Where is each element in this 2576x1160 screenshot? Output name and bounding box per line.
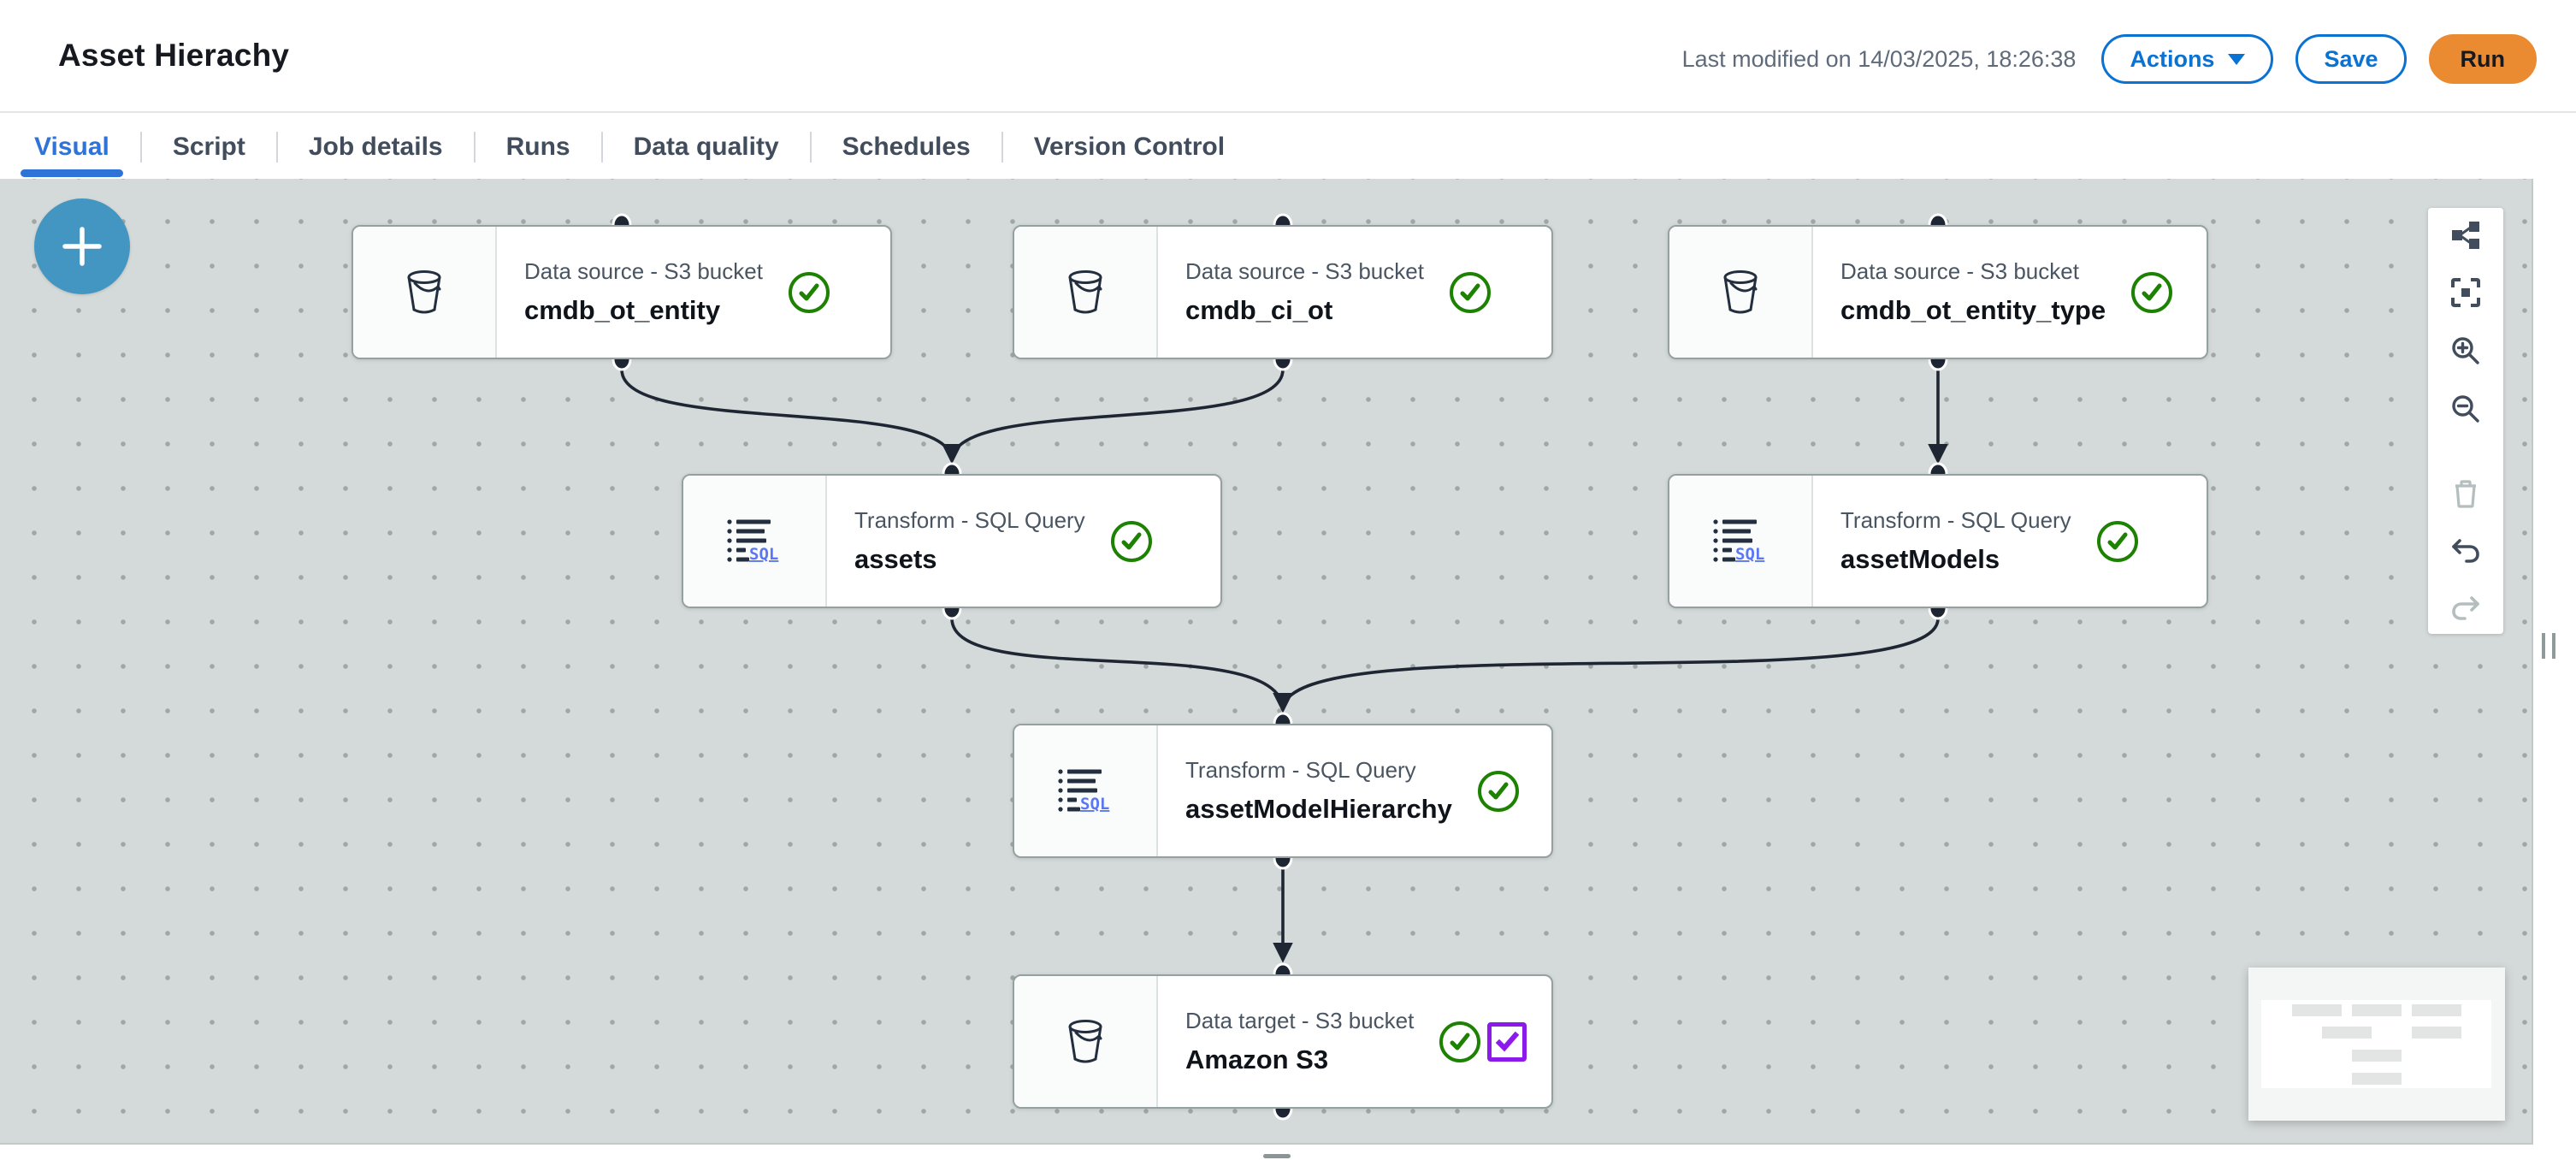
plus-icon bbox=[62, 227, 102, 266]
tab-runs[interactable]: Runs bbox=[476, 115, 601, 179]
node-type-label: Transform - SQL Query bbox=[1185, 757, 1416, 783]
tab-separator bbox=[600, 131, 603, 163]
node-transform-assetmodelhierarchy[interactable]: SQL Transform - SQL Query assetModelHier… bbox=[1013, 724, 1553, 858]
node-name: cmdb_ot_entity_type bbox=[1840, 295, 2106, 325]
horizontal-scrollbar-thumb[interactable] bbox=[1263, 1154, 1291, 1158]
app-header: Asset Hierachy Last modified on 14/03/20… bbox=[0, 0, 2576, 113]
edge-cmdb-ot-entity-to-assets bbox=[620, 369, 962, 465]
run-button-label: Run bbox=[2460, 45, 2505, 72]
tab-label: Job details bbox=[308, 132, 443, 161]
node-name: cmdb_ci_ot bbox=[1185, 295, 1333, 325]
svg-text:SQL: SQL bbox=[1735, 545, 1764, 564]
tab-data-quality[interactable]: Data quality bbox=[603, 115, 810, 179]
tab-separator bbox=[139, 131, 142, 163]
node-name: Amazon S3 bbox=[1185, 1045, 1329, 1074]
tab-job-details[interactable]: Job details bbox=[278, 115, 474, 179]
minimap-node bbox=[2412, 1004, 2461, 1016]
s3-bucket-icon bbox=[1669, 227, 1813, 358]
minimap-node bbox=[2322, 1027, 2372, 1039]
save-button[interactable]: Save bbox=[2295, 34, 2407, 84]
tab-label: Script bbox=[172, 132, 245, 161]
panel-resize-handle[interactable] bbox=[2542, 633, 2555, 659]
node-data-source-cmdb-ci-ot[interactable]: Data source - S3 bucket cmdb_ci_ot bbox=[1013, 225, 1553, 359]
run-button[interactable]: Run bbox=[2428, 34, 2537, 84]
tab-separator bbox=[275, 131, 278, 163]
tab-version-control[interactable]: Version Control bbox=[1003, 115, 1256, 179]
actions-button-label: Actions bbox=[2130, 45, 2215, 72]
success-status-icon bbox=[1110, 520, 1152, 562]
actions-button[interactable]: Actions bbox=[2101, 34, 2274, 84]
bottom-gutter bbox=[0, 1146, 2576, 1160]
svg-text:SQL: SQL bbox=[1080, 795, 1109, 814]
tab-label: Runs bbox=[505, 132, 570, 161]
node-type-label: Data source - S3 bucket bbox=[524, 258, 763, 284]
minimap-node bbox=[2352, 1050, 2402, 1062]
node-transform-assetmodels[interactable]: SQL Transform - SQL Query assetModels bbox=[1668, 474, 2208, 608]
node-type-label: Data target - S3 bucket bbox=[1185, 1008, 1415, 1033]
node-selected-checkbox[interactable] bbox=[1487, 1021, 1527, 1062]
node-data-source-cmdb-ot-entity[interactable]: Data source - S3 bucket cmdb_ot_entity bbox=[352, 225, 892, 359]
node-type-label: Transform - SQL Query bbox=[1840, 507, 2071, 533]
tab-label: Visual bbox=[34, 132, 109, 161]
page-title: Asset Hierachy bbox=[58, 38, 290, 73]
success-status-icon bbox=[1439, 1021, 1481, 1062]
tab-separator bbox=[1001, 131, 1003, 163]
header-actions: Last modified on 14/03/2025, 18:26:38 Ac… bbox=[1682, 34, 2537, 84]
tab-label: Version Control bbox=[1033, 132, 1226, 161]
svg-text:SQL: SQL bbox=[749, 545, 778, 564]
minimap-node bbox=[2352, 1004, 2402, 1016]
add-node-button[interactable] bbox=[34, 198, 130, 294]
caret-down-icon bbox=[2228, 53, 2246, 65]
success-status-icon bbox=[2131, 271, 2173, 313]
tab-label: Data quality bbox=[633, 132, 779, 161]
save-button-label: Save bbox=[2324, 45, 2378, 72]
s3-bucket-icon bbox=[1014, 227, 1158, 358]
sql-icon: SQL bbox=[1669, 476, 1813, 607]
edge-assets-to-assetmodelhierarchy bbox=[950, 618, 1293, 713]
minimap-viewport bbox=[2261, 1000, 2491, 1088]
s3-bucket-icon bbox=[353, 227, 497, 358]
right-panel-collapsed bbox=[2535, 179, 2576, 1160]
zoom-in-icon[interactable] bbox=[2451, 336, 2480, 365]
node-type-label: Transform - SQL Query bbox=[854, 507, 1085, 533]
edge-cmdb-ci-ot-to-assets bbox=[950, 369, 1285, 462]
fit-to-screen-icon[interactable] bbox=[2451, 278, 2480, 307]
tab-schedules[interactable]: Schedules bbox=[812, 115, 1001, 179]
minimap-node bbox=[2352, 1073, 2402, 1085]
node-type-label: Data source - S3 bucket bbox=[1840, 258, 2079, 284]
success-status-icon bbox=[2096, 520, 2138, 562]
sql-icon: SQL bbox=[683, 476, 827, 607]
node-transform-assets[interactable]: SQL Transform - SQL Query assets bbox=[682, 474, 1222, 608]
edge-assetmodels-to-assetmodelhierarchy bbox=[1281, 618, 1940, 711]
tab-separator bbox=[473, 131, 476, 163]
sql-icon: SQL bbox=[1014, 725, 1158, 856]
last-modified-text: Last modified on 14/03/2025, 18:26:38 bbox=[1681, 45, 2077, 72]
tab-separator bbox=[809, 131, 812, 163]
zoom-out-icon[interactable] bbox=[2451, 394, 2480, 423]
job-graph-canvas[interactable]: Data source - S3 bucket cmdb_ot_entity D… bbox=[0, 179, 2533, 1145]
canvas-toolbar bbox=[2428, 208, 2503, 634]
minimap[interactable] bbox=[2248, 968, 2505, 1121]
minimap-node bbox=[2292, 1004, 2342, 1016]
node-data-target-amazon-s3[interactable]: Data target - S3 bucket Amazon S3 bbox=[1013, 974, 1553, 1109]
minimap-node bbox=[2412, 1027, 2461, 1039]
success-status-icon bbox=[1477, 770, 1519, 812]
tab-script[interactable]: Script bbox=[142, 115, 276, 179]
node-type-label: Data source - S3 bucket bbox=[1185, 258, 1424, 284]
s3-bucket-icon bbox=[1014, 976, 1158, 1107]
share-icon[interactable] bbox=[2451, 221, 2480, 250]
tab-label: Schedules bbox=[842, 132, 971, 161]
node-name: cmdb_ot_entity bbox=[524, 295, 721, 325]
redo-icon[interactable] bbox=[2451, 595, 2480, 624]
undo-icon[interactable] bbox=[2451, 537, 2480, 566]
node-data-source-cmdb-ot-entity-type[interactable]: Data source - S3 bucket cmdb_ot_entity_t… bbox=[1668, 225, 2208, 359]
tab-visual[interactable]: Visual bbox=[3, 115, 140, 179]
node-name: assetModelHierarchy bbox=[1185, 794, 1452, 824]
tab-bar: Visual Script Job details Runs Data qual… bbox=[0, 115, 2576, 179]
node-name: assetModels bbox=[1840, 544, 2000, 574]
delete-icon[interactable] bbox=[2451, 479, 2480, 508]
success-status-icon bbox=[788, 271, 830, 313]
node-name: assets bbox=[854, 544, 937, 574]
success-status-icon bbox=[1449, 271, 1491, 313]
